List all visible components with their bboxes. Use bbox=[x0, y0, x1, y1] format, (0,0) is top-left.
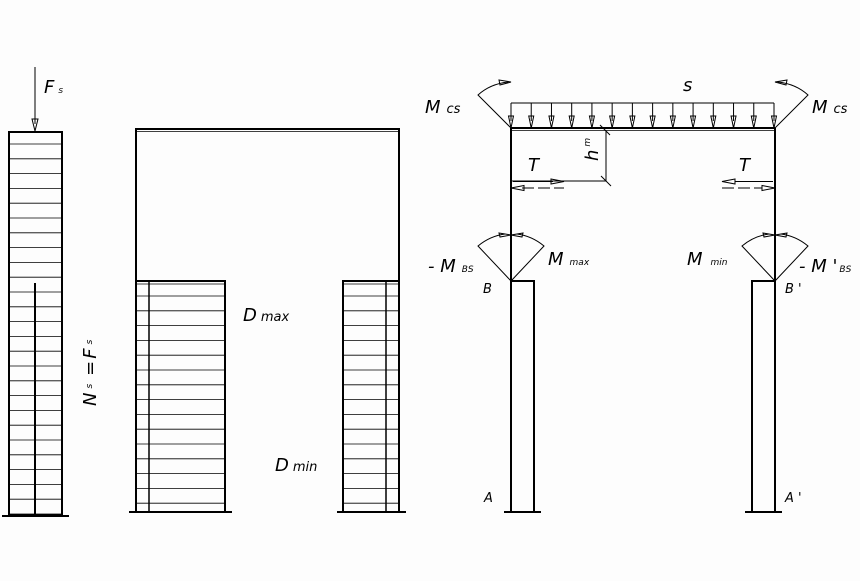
moment-arc-top-right bbox=[774, 81, 809, 129]
label-ns-equals-fs: Ns=Fs bbox=[80, 339, 101, 406]
moment-arrow-top-left bbox=[498, 79, 512, 86]
t-left-upper-arrow bbox=[550, 178, 565, 185]
load-arrow-head bbox=[588, 115, 596, 129]
moment-fan-left-b bbox=[510, 233, 545, 282]
moment-arrow-top-right bbox=[774, 79, 788, 86]
dmax-diagram-hatch bbox=[136, 295, 225, 504]
load-arrow-head bbox=[669, 115, 676, 129]
load-arrow-head bbox=[609, 115, 616, 129]
dmin-diagram-outline bbox=[342, 280, 400, 513]
moment-fan-left-a bbox=[477, 233, 512, 282]
moment-arrow-left-a bbox=[498, 232, 512, 238]
label-mbs-prime: - M 'BS bbox=[799, 256, 852, 277]
moment-fan-right-a bbox=[741, 233, 776, 282]
load-arrow-head bbox=[507, 115, 515, 129]
t-left-lower-arrow bbox=[510, 184, 525, 192]
load-arrow-head bbox=[528, 115, 535, 129]
load-arrow-head bbox=[568, 115, 575, 129]
load-arrow-head bbox=[710, 115, 717, 129]
t-right-upper-arrow bbox=[721, 178, 736, 185]
load-arrow-head bbox=[548, 115, 555, 129]
load-arrow-head bbox=[750, 115, 757, 129]
moment-arrow-left-b bbox=[510, 232, 524, 238]
hm-tick-top bbox=[599, 124, 611, 136]
label-point-b: B bbox=[483, 282, 492, 297]
label-point-a-prime: A ' bbox=[784, 491, 802, 506]
moment-arrow-right-b bbox=[774, 232, 788, 238]
moment-fan-right-b bbox=[774, 233, 809, 282]
moment-arrow-right-a bbox=[762, 232, 776, 238]
force-arrow-head bbox=[31, 118, 39, 132]
label-t-left: T bbox=[528, 155, 541, 176]
dmin-diagram-hatch bbox=[343, 295, 399, 504]
label-hm: hm bbox=[582, 138, 603, 161]
left-column-section bbox=[511, 280, 535, 512]
load-arrow-head bbox=[629, 115, 636, 129]
label-point-a: A bbox=[483, 491, 493, 506]
load-arrow-head bbox=[730, 115, 737, 129]
label-span-s: s bbox=[683, 75, 692, 96]
right-column-section bbox=[751, 280, 775, 512]
t-right-lower-arrow bbox=[761, 184, 776, 192]
load-arrow-head bbox=[649, 115, 656, 129]
distributed-load-arrows bbox=[507, 103, 778, 129]
label-point-b-prime: B ' bbox=[785, 282, 802, 297]
moment-arc-top-left bbox=[477, 81, 512, 129]
load-arrow-head bbox=[689, 115, 697, 129]
label-t-right: T bbox=[739, 155, 752, 176]
load-arrow-head bbox=[770, 115, 778, 129]
